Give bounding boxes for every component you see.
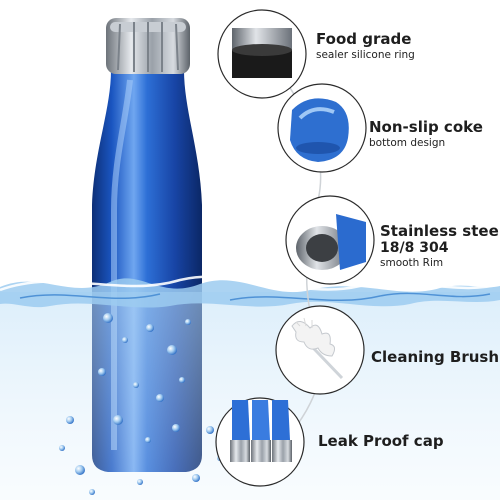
- cleaning-brush-icon: [275, 305, 365, 395]
- feature-subtitle: smooth Rim: [380, 257, 444, 269]
- steel-rim-icon: [285, 195, 375, 285]
- feature-leak-proof: Leak Proof cap: [318, 432, 444, 450]
- feature-non-slip: Non-slip coke bottom design: [369, 118, 483, 150]
- silicone-ring-icon: [217, 9, 307, 99]
- feature-title: Stainless steel: [380, 222, 500, 240]
- bottle-bottom-icon: [277, 83, 367, 173]
- feature-subtitle: sealer silicone ring: [316, 49, 415, 61]
- feature-stainless-steel: Stainless steel 18/8 304 smooth Rim: [380, 222, 500, 270]
- leak-proof-cap-icon: [215, 397, 305, 487]
- feature-subtitle: bottom design: [369, 137, 446, 149]
- bubbles: [59, 313, 223, 495]
- feature-food-grade: Food grade sealer silicone ring: [316, 30, 415, 62]
- feature-title: Leak Proof cap: [318, 432, 444, 450]
- feature-title: Cleaning Brush: [371, 348, 500, 366]
- feature-title: Non-slip coke: [369, 118, 483, 136]
- feature-title-line2: 18/8 304: [380, 240, 449, 256]
- feature-title: Food grade: [316, 30, 412, 48]
- feature-cleaning-brush: Cleaning Brush: [371, 348, 499, 366]
